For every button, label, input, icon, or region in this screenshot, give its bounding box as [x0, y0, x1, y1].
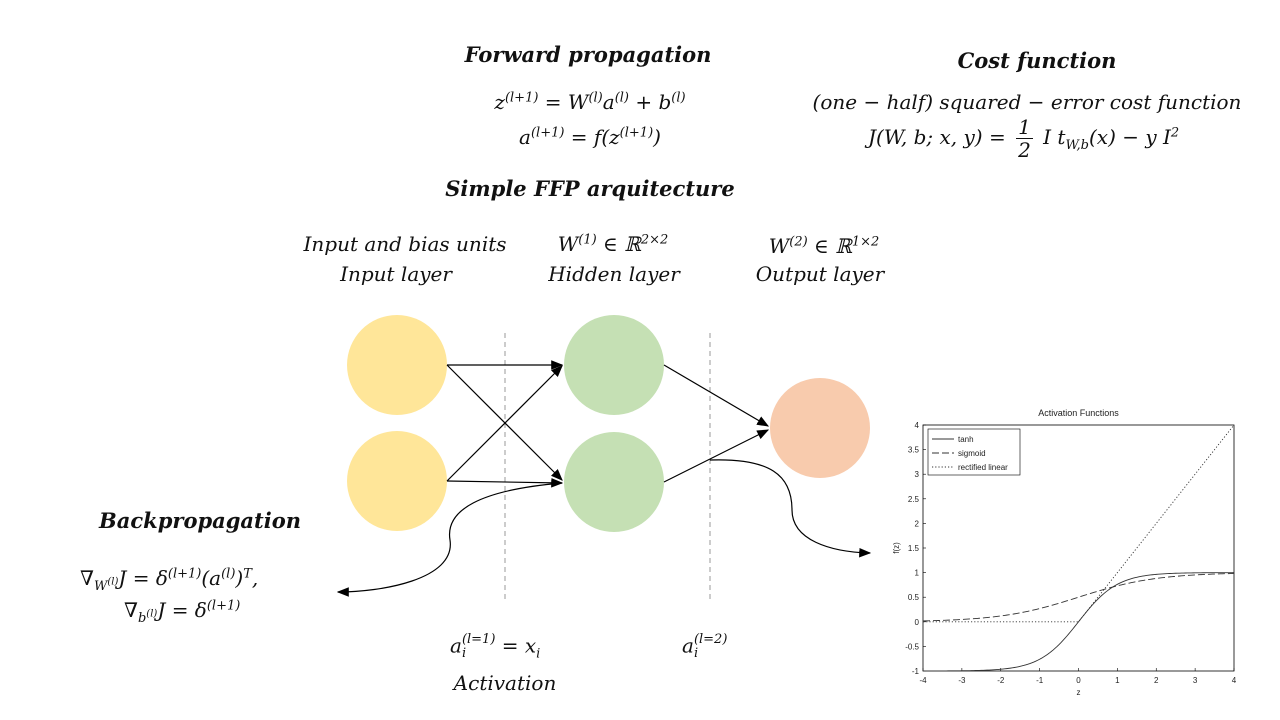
x-tick-label: 2	[1154, 676, 1159, 685]
forward-propagation-heading: Forward propagation	[464, 42, 712, 67]
backprop-curved-arrow	[336, 482, 563, 597]
x-tick-label: 3	[1193, 676, 1198, 685]
y-tick-label: 1	[915, 569, 920, 578]
series-line-sigmoid	[922, 573, 1235, 622]
hidden-node-1	[564, 315, 664, 415]
legend-box	[927, 428, 1021, 476]
x-tick-label: -3	[958, 676, 966, 685]
input-layer-label: Input layer	[340, 262, 452, 286]
y-tick-label: 0	[915, 618, 920, 627]
x-tick-label: 4	[1232, 676, 1237, 685]
y-tick-label: 2	[915, 519, 920, 528]
series-line-rectified-linear	[923, 424, 1235, 623]
legend-entry: rectified linear	[958, 463, 1008, 472]
activation-label: Activation	[453, 671, 557, 695]
y-axis-label: f(z)	[892, 542, 901, 554]
cost-function-subtitle: (one − half) squared − error cost functi…	[812, 90, 1242, 114]
forward-equation-z: z(l+1) = W(l)a(l) + b(l)	[494, 90, 686, 114]
input-node-1	[347, 315, 447, 415]
series-line-tanh	[922, 572, 1235, 672]
y-tick-label: 2.5	[908, 495, 920, 504]
output-layer-label: Output layer	[755, 262, 885, 286]
input-units-label: Input and bias units	[303, 232, 507, 256]
architecture-heading: Simple FFP arquitecture	[445, 176, 735, 201]
y-tick-label: 1.5	[908, 544, 920, 553]
x-tick-label: -1	[1036, 676, 1044, 685]
backpropagation-heading: Backpropagation	[99, 508, 301, 533]
y-tick-label: 0.5	[908, 593, 920, 602]
y-tick-label: 3	[915, 470, 920, 479]
output-weight-label: W(2) ∈ ℝ1×2	[768, 234, 880, 258]
weight-arrow-h2-out	[663, 429, 770, 483]
x-tick-label: -2	[997, 676, 1005, 685]
weight-arrow-h1-out	[663, 364, 770, 427]
hidden-weight-label: W(1) ∈ ℝ2×2	[557, 232, 669, 256]
chart-title: Activation Functions	[1038, 408, 1119, 418]
weight-arrow-in2-h1	[446, 365, 563, 482]
x-axis-label: z	[1077, 688, 1081, 697]
activation-curved-arrow	[709, 459, 872, 558]
weight-arrow-in1-h2	[446, 364, 563, 481]
y-tick-label: 3.5	[908, 446, 920, 455]
y-tick-label: -0.5	[905, 642, 919, 651]
backprop-gradient-w: ∇W(l)J = δ(l+1)(a(l))T,	[80, 566, 259, 594]
activation-functions-chart: Activation Functions -4 -3 -2 -1 0 1 2 3 4 -1 -0.5 0…	[892, 408, 1237, 697]
x-tick-label: -4	[919, 676, 927, 685]
legend-entry: tanh	[958, 435, 974, 444]
backprop-gradient-b: ∇b(l)J = δ(l+1)	[124, 598, 241, 626]
activation-layer2: a(l=2)i	[682, 632, 728, 661]
hidden-node-2	[564, 432, 664, 532]
activation-layer1: a(l=1)i = xi	[450, 632, 541, 662]
y-tick-label: 4	[915, 421, 920, 430]
weight-arrow-in2-h2	[446, 478, 564, 488]
output-node	[770, 378, 870, 478]
x-tick-label: 0	[1076, 676, 1081, 685]
legend-entry: sigmoid	[958, 449, 986, 458]
hidden-layer-label: Hidden layer	[548, 262, 680, 286]
forward-equation-a: a(l+1) = f(z(l+1))	[519, 125, 661, 149]
y-tick-label: -1	[912, 667, 920, 676]
cost-function-heading: Cost function	[957, 48, 1117, 73]
input-node-2	[347, 431, 447, 531]
x-tick-label: 1	[1115, 676, 1120, 685]
